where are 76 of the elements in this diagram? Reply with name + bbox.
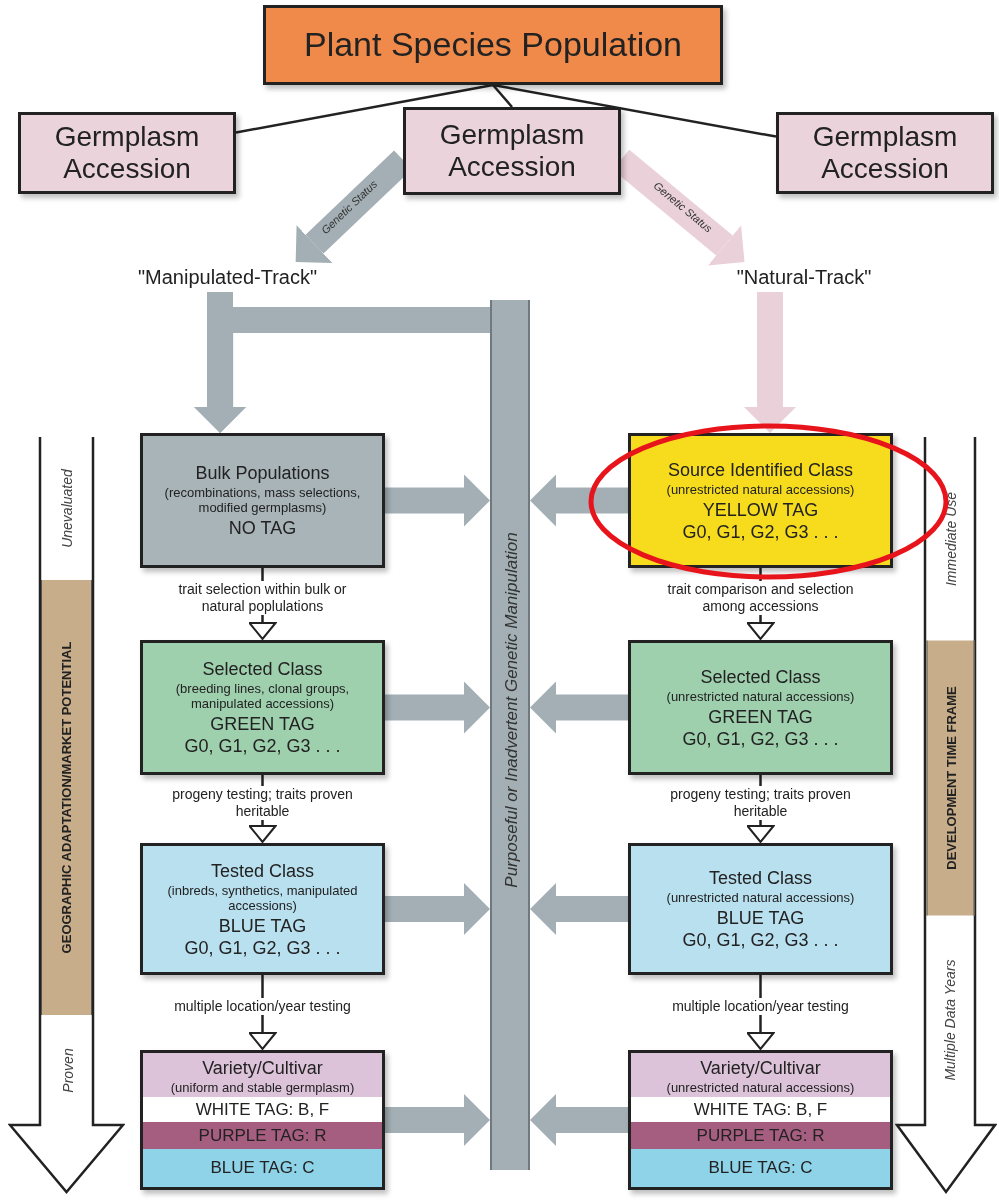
- population-box: Plant Species Population: [263, 5, 723, 85]
- generation-list: G0, G1, G2, G3 . . .: [682, 520, 839, 543]
- tag-label: YELLOW TAG: [702, 498, 819, 521]
- connector-line: [492, 83, 777, 138]
- connector-line: [235, 83, 494, 134]
- block-arrow: [530, 1094, 628, 1146]
- track-label: "Natural-Track": [708, 262, 900, 292]
- tag-row: WHITE TAG: B, F: [143, 1097, 382, 1122]
- generation-list: G0, G1, G2, G3 . . .: [682, 727, 839, 750]
- class-description: (breeding lines, clonal groups, manipulated accessions): [174, 680, 351, 713]
- block-arrow: [385, 1094, 490, 1146]
- track-label: "Manipulated-Track": [110, 262, 345, 292]
- flow-arrow: [746, 775, 775, 843]
- class-description: (unrestricted natural accessions): [665, 1079, 856, 1097]
- block-arrow: [530, 681, 628, 734]
- generation-list: G0, G1, G2, G3 . . .: [682, 929, 839, 951]
- generation-list: G0, G1, G2, G3 . . .: [184, 735, 341, 757]
- flow-arrow: [248, 775, 277, 843]
- tag-row: PURPLE TAG: R: [631, 1122, 890, 1149]
- tag-label: GREEN TAG: [210, 713, 315, 735]
- class-description: (inbreds, synthetics, manipulated accessions): [166, 881, 359, 915]
- class-title: Tested Class: [210, 859, 314, 882]
- block-arrow: [530, 883, 628, 935]
- block-arrow: [385, 681, 490, 734]
- tag-row: BLUE TAG: C: [143, 1149, 382, 1187]
- band-label: DEVELOPMENT TIME FRAME: [926, 640, 974, 915]
- tag-label: BLUE TAG: [218, 914, 307, 937]
- tag-row: PURPLE TAG: R: [143, 1122, 382, 1149]
- class-box: [628, 640, 893, 775]
- class-box: [628, 1050, 893, 1190]
- class-title: Selected Class: [202, 658, 323, 680]
- channel-label: Purposeful or Inadvertent Genetic Manipulation: [501, 531, 522, 890]
- connector-line: [492, 84, 513, 108]
- block-arrow: [385, 883, 490, 935]
- accession-box: Germplasm Accession: [18, 112, 236, 194]
- tag-row: WHITE TAG: B, F: [631, 1097, 890, 1122]
- block-arrow: [385, 474, 490, 527]
- block-arrow: [194, 307, 490, 433]
- class-title: Source Identified Class: [667, 458, 854, 481]
- class-description: (unrestricted natural accessions): [665, 480, 856, 499]
- generation-list: G0, G1, G2, G3 . . .: [184, 936, 341, 959]
- tag-label: NO TAG: [228, 517, 297, 539]
- flow-arrow: [746, 975, 775, 1050]
- class-description: (unrestricted natural accessions): [665, 687, 856, 706]
- class-box: [628, 843, 893, 975]
- accession-box: Germplasm Accession: [403, 107, 621, 195]
- class-title: Variety/Cultivar: [700, 1057, 821, 1079]
- class-box: [140, 1050, 385, 1190]
- block-arrow: [744, 292, 796, 433]
- scale-arrow: [8, 437, 125, 1195]
- tag-label: BLUE TAG: [716, 907, 805, 929]
- scale-label: Immediate Use: [941, 490, 959, 588]
- flow-arrow: [248, 975, 277, 1050]
- class-description: (recombinations, mass selections, modified germplasms): [163, 484, 362, 517]
- class-box: [140, 640, 385, 775]
- class-box: [628, 433, 893, 568]
- scale-label: Multiple Data Years: [941, 958, 959, 1083]
- tag-row: BLUE TAG: C: [631, 1149, 890, 1187]
- flow-arrow: [248, 568, 277, 640]
- class-title: Bulk Populations: [195, 462, 330, 484]
- band-label: GEOGRAPHIC ADAPTATION/MARKET POTENTIAL: [41, 580, 92, 1015]
- class-title: Variety/Cultivar: [202, 1057, 323, 1079]
- class-title: Tested Class: [708, 867, 812, 889]
- class-title: Selected Class: [700, 665, 821, 688]
- scale-arrow: [895, 437, 997, 1195]
- class-box: [140, 433, 385, 568]
- scale-label: Proven: [57, 1046, 76, 1095]
- manipulation-channel: [490, 300, 530, 1170]
- class-box: [140, 843, 385, 975]
- class-description: (uniform and stable germplasm): [169, 1079, 356, 1097]
- block-arrow: [530, 474, 628, 527]
- scale-label: Unevaluated: [57, 467, 76, 550]
- flow-arrow: [746, 568, 775, 640]
- accession-box: Germplasm Accession: [776, 112, 994, 194]
- class-description: (unrestricted natural accessions): [665, 889, 856, 907]
- tag-label: GREEN TAG: [708, 705, 813, 728]
